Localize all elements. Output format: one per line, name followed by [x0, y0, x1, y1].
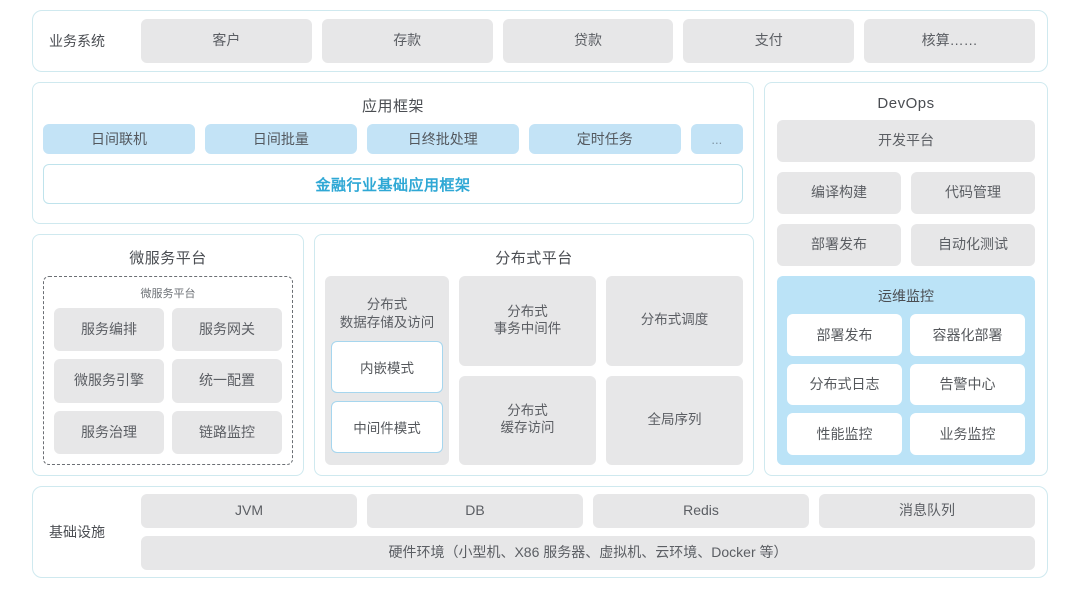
- business-tile-loan[interactable]: 贷款: [502, 19, 674, 63]
- devops-panel: DevOps 开发平台 编译构建 代码管理 部署发布 自动化测试 运维监控 部署…: [764, 82, 1048, 476]
- ops-tile-containerized-deploy[interactable]: 容器化部署: [910, 314, 1025, 356]
- distributed-tile-scheduling[interactable]: 分布式调度: [606, 276, 743, 366]
- devops-tile-compile-build[interactable]: 编译构建: [777, 172, 901, 214]
- msp-tile-unified-config[interactable]: 统一配置: [172, 359, 282, 403]
- devops-tile-code-management[interactable]: 代码管理: [911, 172, 1035, 214]
- distributed-tile-transaction-middleware[interactable]: 分布式 事务中间件: [459, 276, 596, 366]
- infrastructure-components: JVM DB Redis 消息队列: [141, 494, 1035, 528]
- appfw-tag-eod-batch[interactable]: 日终批处理: [366, 124, 519, 154]
- distributed-storage-mode-embedded[interactable]: 内嵌模式: [331, 341, 443, 394]
- microservice-inner-dashed-box: 微服务平台 服务编排 服务网关 微服务引擎 统一配置 服务治理 链路监控: [43, 276, 293, 465]
- msp-tile-trace-monitoring[interactable]: 链路监控: [172, 410, 282, 454]
- devops-pair-1: 编译构建 代码管理: [777, 172, 1035, 214]
- devops-tile-deploy-release[interactable]: 部署发布: [777, 224, 901, 266]
- distributed-storage-title-line1: 分布式: [366, 297, 408, 312]
- business-tile-customer[interactable]: 客户: [141, 19, 312, 63]
- ops-tile-performance-monitoring[interactable]: 性能监控: [787, 413, 902, 455]
- distributed-tile-2-line1: 分布式: [507, 403, 548, 419]
- appfw-tag-scheduled-task[interactable]: 定时任务: [528, 124, 681, 154]
- business-systems-label: 业务系统: [49, 33, 105, 49]
- appfw-tag-daytime-online[interactable]: 日间联机: [43, 124, 195, 154]
- infra-tile-message-queue[interactable]: 消息队列: [819, 494, 1035, 528]
- infrastructure-section: 基础设施 JVM DB Redis 消息队列 硬件环境（小型机、X86 服务器、…: [32, 486, 1048, 578]
- infra-tile-jvm[interactable]: JVM: [141, 494, 357, 528]
- infra-tile-redis[interactable]: Redis: [593, 494, 809, 528]
- infrastructure-label: 基础设施: [49, 524, 105, 540]
- ops-monitoring-panel: 运维监控 部署发布 容器化部署 分布式日志 告警中心 性能监控 业务监控: [777, 276, 1035, 465]
- platform-column: 应用框架 日间联机 日间批量 日终批处理 定时任务 ... 金融行业基础应用框架…: [32, 82, 754, 476]
- distributed-tile-0-line2: 事务中间件: [493, 320, 562, 336]
- distributed-tile-0-line1: 分布式: [507, 303, 548, 319]
- infra-tile-hardware-environment[interactable]: 硬件环境（小型机、X86 服务器、虚拟机、云环境、Docker 等）: [141, 536, 1035, 570]
- distributed-tile-cache-access[interactable]: 分布式 缓存访问: [459, 375, 596, 465]
- ops-tile-deploy-release[interactable]: 部署发布: [787, 314, 902, 356]
- business-tile-payment[interactable]: 支付: [683, 19, 855, 63]
- devops-tile-dev-platform[interactable]: 开发平台: [777, 120, 1035, 162]
- msp-tile-service-governance[interactable]: 服务治理: [54, 410, 164, 454]
- distributed-platform-title: 分布式平台: [495, 250, 573, 267]
- lower-platforms: 微服务平台 微服务平台 服务编排 服务网关 微服务引擎 统一配置 服务治理 链路…: [32, 234, 754, 476]
- ops-tile-business-monitoring[interactable]: 业务监控: [910, 413, 1025, 455]
- application-framework-tags: 日间联机 日间批量 日终批处理 定时任务 ...: [43, 124, 743, 154]
- ops-tile-distributed-log[interactable]: 分布式日志: [787, 363, 902, 406]
- infrastructure-hardware-row: 硬件环境（小型机、X86 服务器、虚拟机、云环境、Docker 等）: [141, 536, 1035, 570]
- business-tile-deposit[interactable]: 存款: [321, 19, 493, 63]
- distributed-platform-body: 分布式 数据存储及访问 内嵌模式 中间件模式 分布式 事务中间件: [325, 276, 743, 465]
- msp-tile-service-gateway[interactable]: 服务网关: [172, 308, 282, 352]
- microservice-inner-title: 微服务平台: [140, 288, 196, 300]
- distributed-storage-mode-middleware[interactable]: 中间件模式: [331, 401, 443, 454]
- appfw-tag-more[interactable]: ...: [690, 124, 743, 154]
- devops-pair-2: 部署发布 自动化测试: [777, 224, 1035, 266]
- middle-region: 应用框架 日间联机 日间批量 日终批处理 定时任务 ... 金融行业基础应用框架…: [32, 82, 1048, 476]
- devops-column: DevOps 开发平台 编译构建 代码管理 部署发布 自动化测试 运维监控 部署…: [764, 82, 1048, 476]
- ops-monitoring-grid: 部署发布 容器化部署 分布式日志 告警中心 性能监控 业务监控: [787, 314, 1025, 455]
- infrastructure-body: JVM DB Redis 消息队列 硬件环境（小型机、X86 服务器、虚拟机、云…: [141, 494, 1035, 570]
- application-framework-title: 应用框架: [361, 98, 424, 115]
- msp-tile-microservice-engine[interactable]: 微服务引擎: [54, 359, 164, 403]
- distributed-storage-title-line2: 数据存储及访问: [339, 314, 435, 330]
- financial-base-framework-bar[interactable]: 金融行业基础应用框架: [43, 164, 743, 204]
- distributed-storage-card[interactable]: 分布式 数据存储及访问 内嵌模式 中间件模式: [325, 276, 449, 465]
- distributed-platform-panel: 分布式平台 分布式 数据存储及访问 内嵌模式 中间件模式: [314, 234, 754, 476]
- business-tile-accounting[interactable]: 核算……: [864, 19, 1035, 63]
- devops-tile-automated-test[interactable]: 自动化测试: [911, 224, 1035, 266]
- infra-tile-db[interactable]: DB: [367, 494, 583, 528]
- microservice-grid: 服务编排 服务网关 微服务引擎 统一配置 服务治理 链路监控: [54, 308, 282, 454]
- microservice-platform-panel: 微服务平台 微服务平台 服务编排 服务网关 微服务引擎 统一配置 服务治理 链路…: [32, 234, 304, 476]
- distributed-tile-2-line2: 缓存访问: [500, 420, 555, 436]
- application-framework-panel: 应用框架 日间联机 日间批量 日终批处理 定时任务 ... 金融行业基础应用框架: [32, 82, 754, 224]
- distributed-storage-title: 分布式 数据存储及访问: [331, 282, 443, 341]
- distributed-tile-global-sequence[interactable]: 全局序列: [606, 375, 743, 465]
- ops-monitoring-title: 运维监控: [878, 288, 934, 304]
- distributed-grid: 分布式 事务中间件 分布式调度 分布式 缓存访问: [459, 276, 743, 465]
- ops-tile-alert-center[interactable]: 告警中心: [910, 363, 1025, 406]
- devops-title: DevOps: [877, 95, 935, 112]
- microservice-platform-title: 微服务平台: [129, 250, 207, 267]
- msp-tile-service-orchestration[interactable]: 服务编排: [54, 308, 164, 352]
- appfw-tag-daytime-batch[interactable]: 日间批量: [204, 124, 357, 154]
- business-systems-section: 业务系统 客户 存款 贷款 支付 核算……: [32, 10, 1048, 72]
